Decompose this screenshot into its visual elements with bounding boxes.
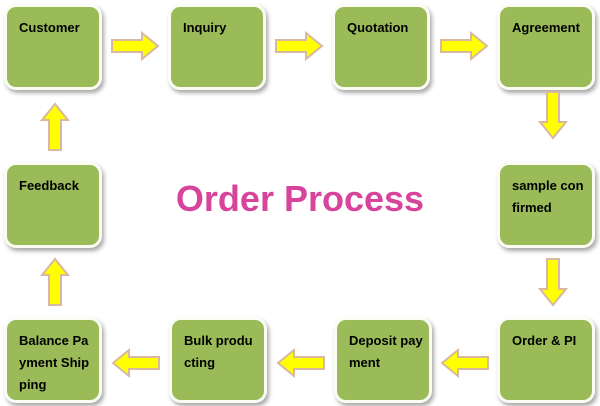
step-agreement: Agreement [497, 4, 595, 90]
arrow-right-icon [274, 31, 324, 61]
step-label: Feedback [19, 178, 79, 193]
step-label: Agreement [512, 20, 580, 35]
step-quotation: Quotation [332, 4, 430, 90]
arrow-left-icon [276, 348, 326, 378]
step-label: Order & PI [512, 333, 577, 348]
step-label: Quotation [347, 20, 409, 35]
step-deposit-payment: Deposit payment [334, 317, 432, 403]
arrow-right-icon [439, 31, 489, 61]
arrow-down-icon [538, 90, 568, 140]
step-sample-confirmed: sample confirmed [497, 162, 595, 248]
arrow-left-icon [440, 348, 490, 378]
step-label: Bulk producting [184, 333, 253, 370]
step-inquiry: Inquiry [168, 4, 266, 90]
step-label: Customer [19, 20, 80, 35]
arrow-up-icon [40, 102, 70, 152]
arrow-right-icon [110, 31, 160, 61]
step-customer: Customer [4, 4, 102, 90]
step-order-pi: Order & PI [497, 317, 595, 403]
step-feedback: Feedback [4, 162, 102, 248]
step-label: sample confirmed [512, 178, 584, 215]
diagram-title: Order Process [175, 178, 425, 219]
arrow-down-icon [538, 257, 568, 307]
step-label: Deposit payment [349, 333, 423, 370]
step-label: Balance Payment Shipping [19, 333, 90, 392]
arrow-up-icon [40, 257, 70, 307]
step-label: Inquiry [183, 20, 227, 35]
step-bulk-producting: Bulk producting [169, 317, 267, 403]
arrow-left-icon [111, 348, 161, 378]
step-balance-payment-shipping: Balance Payment Shipping [4, 317, 102, 403]
